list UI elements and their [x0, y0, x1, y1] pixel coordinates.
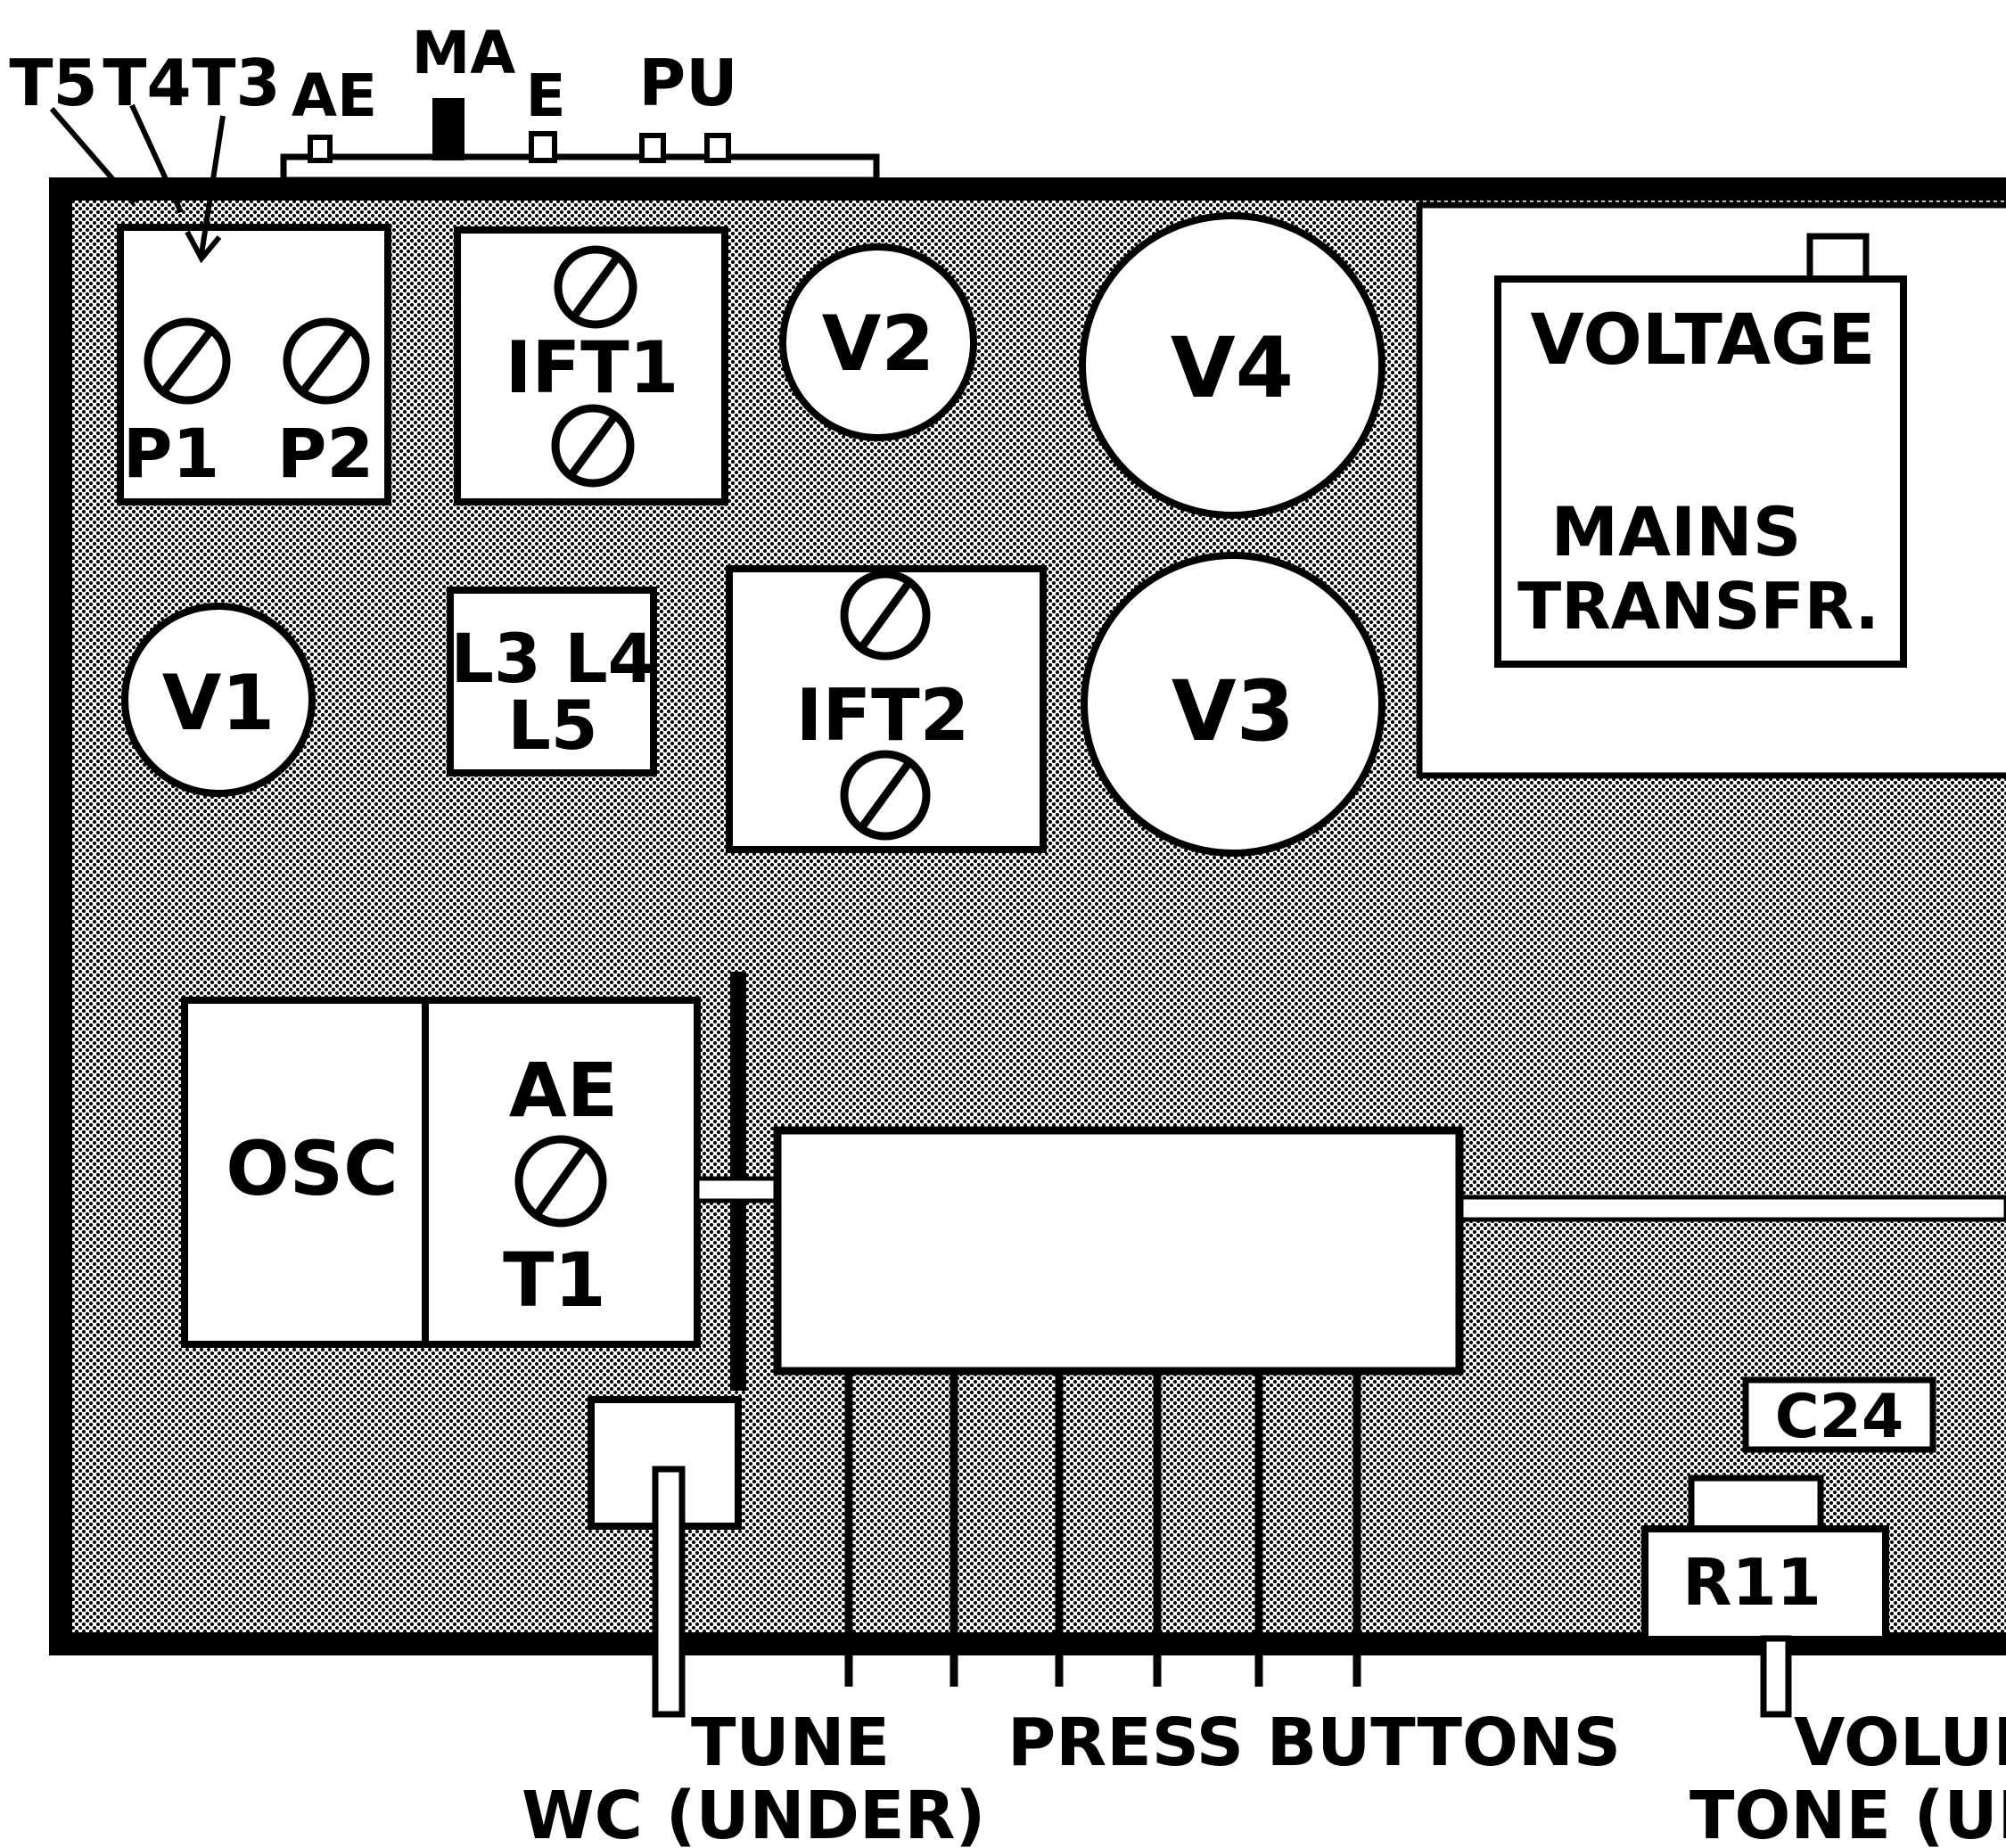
transformer-transfr-label: TRANSFR.: [1517, 569, 1879, 644]
volume-spindle: [1760, 1635, 1792, 1718]
v2-label: V2: [822, 300, 934, 389]
volume-label: VOLUM: [1794, 1704, 2006, 1781]
v1-label: V1: [162, 659, 275, 748]
t4-label: T4: [103, 45, 191, 120]
t3-label: T3: [192, 45, 280, 120]
osc-label: OSC: [226, 1125, 399, 1212]
p2-label: P2: [277, 414, 374, 493]
c24-box: [1742, 1376, 1936, 1453]
tone-under-label: TONE (UND: [1689, 1778, 2006, 1848]
wave-change-switch: [588, 1396, 742, 1530]
coils-l3-l4-l5: [447, 587, 657, 776]
terminal-strip: [280, 98, 880, 184]
pu-terminal-label: PU: [638, 45, 737, 120]
tune-label: TUNE: [691, 1704, 890, 1781]
mains-transformer: [1494, 275, 1907, 668]
ift2-bottom-core-screw: [840, 750, 931, 841]
v3-label: V3: [1172, 663, 1295, 760]
ift1-label: IFT1: [506, 326, 679, 409]
press-button-unit: [773, 1126, 1464, 1376]
ae-t1-trimmer-screw: [514, 1135, 607, 1228]
transformer-voltage-label: VOLTAGE: [1531, 300, 1876, 381]
ae-coil-label: AE: [509, 1047, 618, 1134]
ma-terminal-label: MA: [412, 19, 516, 87]
valve-v2: [779, 243, 977, 441]
p1-label: P1: [123, 414, 220, 493]
tune-spindle: [652, 1466, 686, 1718]
t1-label: T1: [503, 1236, 606, 1324]
trimmer-screw-p2: [283, 317, 370, 405]
trimmer-screw-p1: [144, 317, 231, 405]
t5-label: T5: [9, 45, 97, 120]
valve-v3: [1081, 552, 1385, 857]
press-buttons-label: PRESS BUTTONS: [1007, 1704, 1621, 1781]
voltage-selector-tab: [1806, 233, 1870, 284]
shaft-coupling: [695, 1176, 780, 1203]
ift2-label: IFT2: [796, 674, 970, 757]
r11-label: R11: [1682, 1545, 1821, 1620]
valve-v4: [1079, 212, 1385, 519]
wc-under-label: WC (UNDER): [522, 1778, 985, 1848]
drive-cord-channel: [1455, 1195, 2006, 1222]
e-terminal-label: E: [525, 62, 565, 130]
trimmer-leader-lines: [49, 103, 226, 264]
press-button-rods: [844, 1373, 1361, 1687]
ift2-top-core-screw: [840, 570, 931, 661]
ae-terminal-label: AE: [292, 62, 377, 130]
ift1-bottom-core-screw: [551, 404, 635, 488]
transformer-mains-label: MAINS: [1550, 492, 1801, 571]
valve-v1: [121, 603, 316, 797]
l3-l4-label: L3 L4: [450, 619, 654, 698]
c24-label: C24: [1775, 1382, 1904, 1452]
r11-control: [1641, 1525, 1889, 1643]
r11-top-cap: [1688, 1474, 1824, 1535]
v4-label: V4: [1171, 320, 1294, 417]
l5-label: L5: [507, 686, 597, 765]
ift1-top-core-screw: [554, 245, 637, 329]
